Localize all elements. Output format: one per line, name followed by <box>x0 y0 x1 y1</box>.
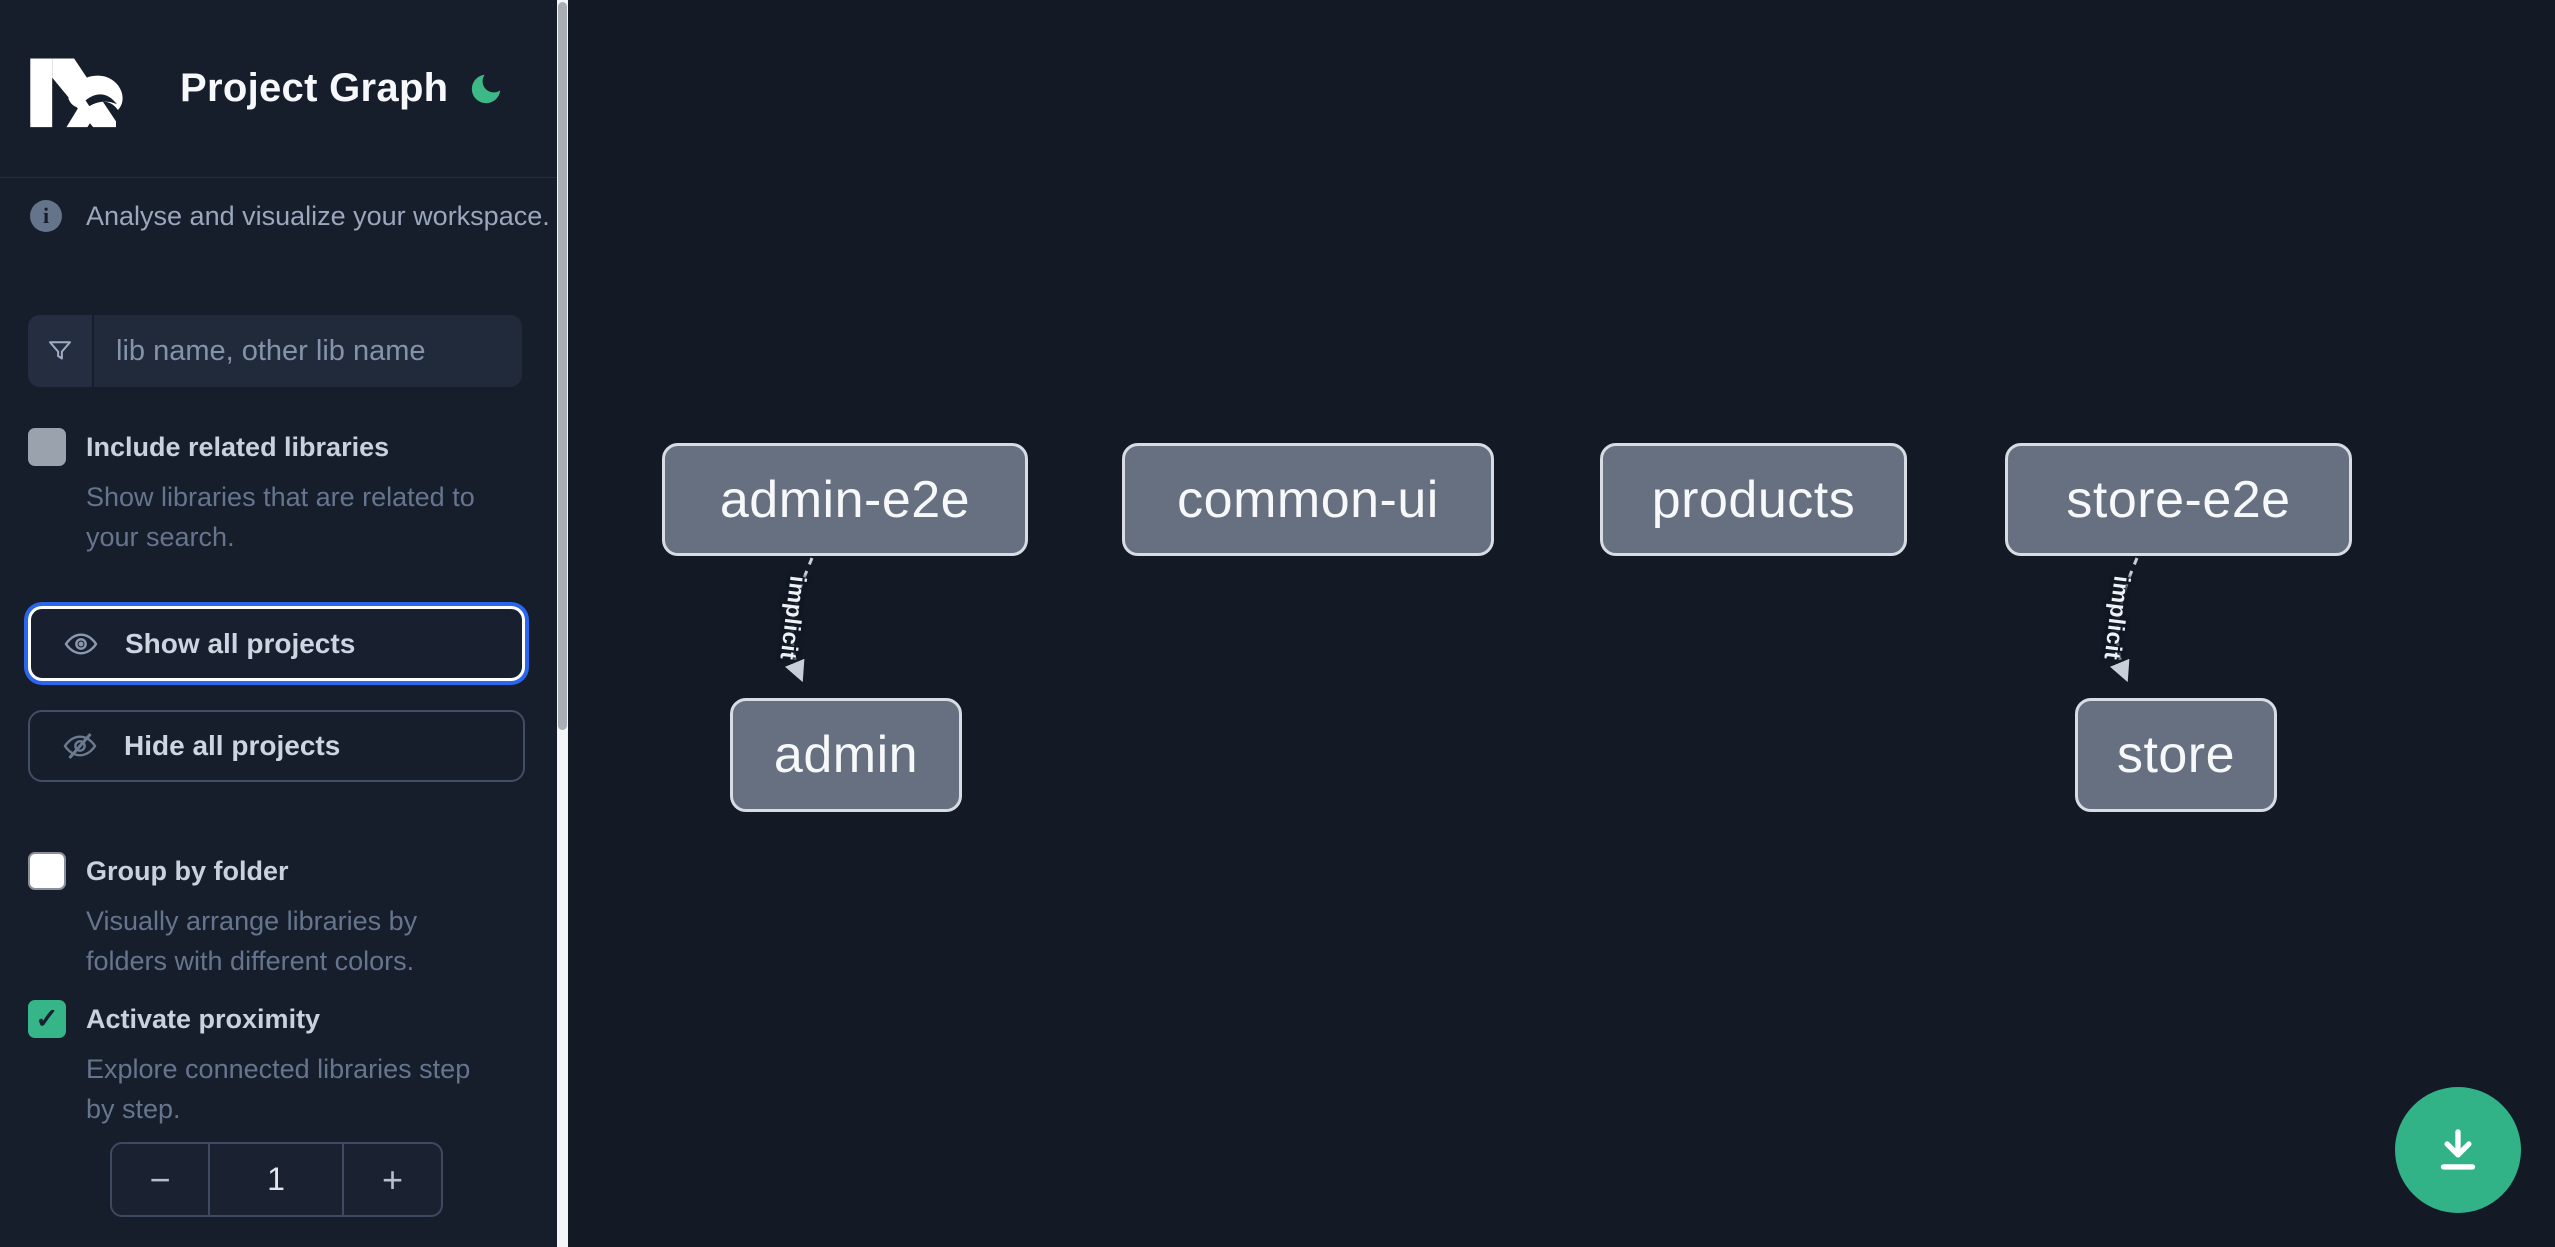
edge-label-store-e2e-store: implicit <box>2099 574 2136 662</box>
show-all-projects-button[interactable]: Show all projects <box>28 606 525 681</box>
proximity-decrement-button[interactable]: − <box>112 1144 208 1215</box>
page-title: Project Graph <box>180 66 449 110</box>
graph-node-admin[interactable]: admin <box>730 698 962 812</box>
show-all-projects-label: Show all projects <box>125 627 356 659</box>
graph-node-products[interactable]: products <box>1600 443 1907 556</box>
eye-icon <box>64 632 98 655</box>
proximity-stepper: − 1 + <box>110 1142 443 1217</box>
checkbox-description: Visually arrange libraries by folders wi… <box>86 906 418 976</box>
download-icon <box>2440 1129 2476 1170</box>
nx-logo <box>30 58 123 127</box>
moon-icon <box>471 74 501 103</box>
checkbox-description: Show libraries that are related to your … <box>86 482 475 552</box>
hide-all-projects-label: Hide all projects <box>124 730 341 761</box>
sidebar-scrollbar-track[interactable] <box>557 0 568 1247</box>
graph-edges <box>785 557 2139 683</box>
project-graph-canvas[interactable]: admin-e2e common-ui products store-e2e admin… <box>568 0 2555 1247</box>
include-related-checkbox[interactable] <box>28 428 66 466</box>
edge-label-admin-e2e-admin: implicit <box>775 574 812 662</box>
checkbox-description: Explore connected libraries step by step… <box>86 1054 471 1124</box>
graph-node-common-ui[interactable]: common-ui <box>1122 443 1494 556</box>
info-row: i Analyse and visualize your workspace. <box>30 200 550 232</box>
group-by-folder-checkbox[interactable] <box>28 852 66 890</box>
proximity-increment-button[interactable]: + <box>344 1144 441 1215</box>
checkbox-label[interactable]: Activate proximity <box>86 1003 321 1034</box>
info-text: Analyse and visualize your workspace. <box>86 200 550 231</box>
filter-input-group <box>28 315 522 387</box>
graph-node-store[interactable]: store <box>2075 698 2277 812</box>
checkbox-label[interactable]: Group by folder <box>86 855 289 886</box>
checkbox-activate-proximity: Activate proximity Explore connected lib… <box>28 1000 506 1129</box>
checkbox-group-by-folder: Group by folder Visually arrange librari… <box>28 852 506 981</box>
graph-node-store-e2e[interactable]: store-e2e <box>2005 443 2352 556</box>
sidebar-header: Project Graph <box>0 0 557 178</box>
theme-toggle-button[interactable] <box>467 70 505 108</box>
filter-input[interactable] <box>94 315 522 387</box>
funnel-icon <box>49 341 71 360</box>
checkbox-label[interactable]: Include related libraries <box>86 431 390 462</box>
filter-icon-cell <box>28 315 94 387</box>
download-graph-button[interactable] <box>2395 1087 2521 1213</box>
info-icon: i <box>30 200 62 232</box>
sidebar-scrollbar-thumb[interactable] <box>558 2 567 730</box>
graph-node-admin-e2e[interactable]: admin-e2e <box>662 443 1028 556</box>
sidebar: Project Graph i Analyse and visualize yo… <box>0 0 557 1247</box>
proximity-value: 1 <box>208 1144 344 1215</box>
activate-proximity-checkbox[interactable] <box>28 1000 66 1038</box>
hide-all-projects-button[interactable]: Hide all projects <box>28 710 525 782</box>
eye-off-icon <box>63 733 97 759</box>
checkbox-include-related-libraries: Include related libraries Show libraries… <box>28 428 506 557</box>
